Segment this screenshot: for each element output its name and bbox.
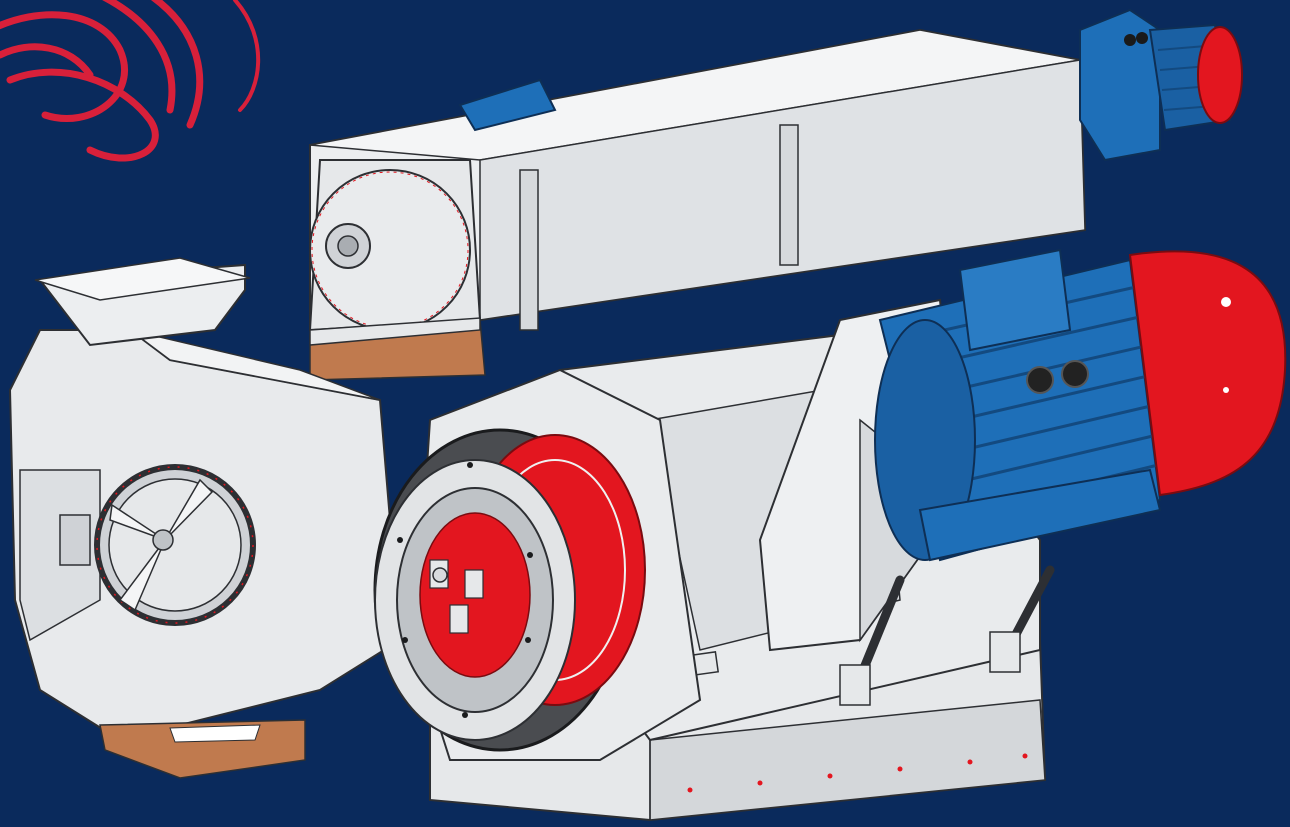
- fan-blades: [109, 478, 214, 612]
- feeder-gear-motor: [458, 8, 1243, 162]
- ring-die-housing: [373, 368, 702, 761]
- conditioner-barrel: [308, 28, 1087, 381]
- swirl-logo: [0, 0, 261, 162]
- main-electric-motor: [874, 248, 1287, 562]
- octagonal-cutter-housing: [8, 257, 402, 779]
